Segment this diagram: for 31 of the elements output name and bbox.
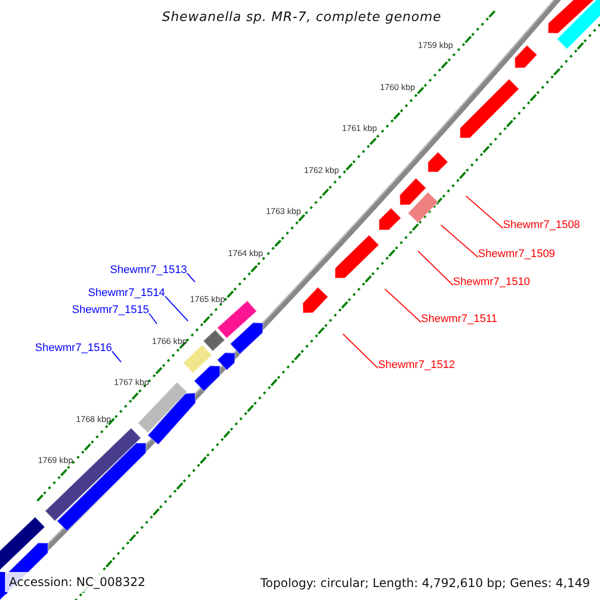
gene-label: Shewmr7_1512 <box>378 360 456 371</box>
gene-label: Shewmr7_1511 <box>421 314 498 325</box>
tick-label: 1762 kbp <box>304 166 339 174</box>
genome-info-text: Topology: circular; Length: 4,792,610 bp; Genes: 4,149 <box>260 575 590 592</box>
gene-label: Shewmr7_1513 <box>110 265 188 276</box>
leader-line <box>164 296 188 322</box>
tick-label: 1760 kbp <box>380 82 415 91</box>
leader-line <box>440 224 478 258</box>
tick-label: 1763 kbp <box>266 207 301 216</box>
gene-label: Shewmr7_1514 <box>88 288 166 299</box>
tick-label: 1761 kbp <box>342 124 377 132</box>
tick-label: 1764 kbp <box>228 248 263 257</box>
title: Shewanella sp. MR-7, complete genome <box>162 9 442 27</box>
leader-line <box>186 272 196 282</box>
gene-label: Shewmr7_1510 <box>453 277 530 288</box>
tick-label: 1759 kbp <box>418 41 453 50</box>
leader-line <box>384 288 422 323</box>
tick-label: 1769 kbp <box>38 456 73 464</box>
gene-label: Shewmr7_1515 <box>72 305 150 316</box>
tick-label: 1766 kbp <box>152 336 187 345</box>
gene-label: Shewmr7_1516 <box>35 343 112 354</box>
leader-line <box>342 334 378 369</box>
tick-label: 1768 kbp <box>76 414 111 423</box>
gene-label: Shewmr7_1508 <box>503 220 580 231</box>
leader-line <box>112 350 122 362</box>
tick-label: 1765 kbp <box>190 295 225 304</box>
leader-line <box>148 312 158 324</box>
gene-label: Shewmr7_1509 <box>478 249 556 260</box>
leader-line <box>466 196 504 229</box>
leader-line <box>418 250 454 286</box>
tick-label: 1767 kbp <box>114 378 149 386</box>
